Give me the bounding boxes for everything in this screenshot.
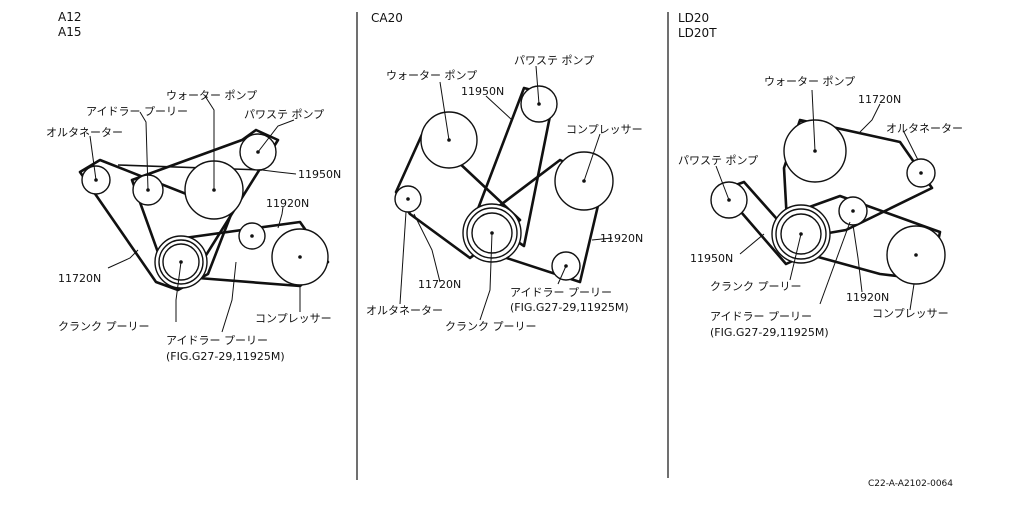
figure-code: C22-A-A2102-0064 [868,479,953,489]
belt-11720n-a [78,158,234,292]
label-11720n-a: 11720N [58,272,101,285]
leader-ps-pump-b [535,65,540,105]
label-ps-pump-c: パワステ ポンプ [678,154,758,167]
leader-11950n-b [485,95,513,121]
label-water-pump-a: ウォーター ポンプ [166,89,257,102]
leader-11720n-b [413,213,441,283]
leader-alternator-c [903,131,919,161]
engine-label-ld20t: LD20T [678,26,717,40]
engine-label-ca20: CA20 [371,11,403,25]
label-idler-ref-c: (FIG.G27-29,11925M) [710,326,829,339]
label-11950n-b: 11950N [461,85,504,98]
label-alternator-a: オルタネーター [46,126,123,139]
label-crank-pulley-b: クランク プーリー [445,320,537,333]
label-crank-pulley-a: クランク プーリー [58,320,150,333]
label-water-pump-b: ウォーター ポンプ [386,69,477,82]
label-idler-pulley-c: アイドラー プーリー [710,310,812,323]
idler-hub-c [851,209,855,213]
leader-11950n-c [739,233,765,255]
leader-crank-c [789,233,802,281]
label-11720n-b: 11720N [418,278,461,291]
panel-ca20: CA20 パワステ ポンプ ウォーター ポンプ 11950N [366,11,643,333]
panel-ld20: LD20 LD20T ウォーター ポンプ 11720N オ [678,11,963,339]
label-compressor-b: コンプレッサー [566,123,643,136]
label-compressor-a: コンプレッサー [255,312,332,325]
engine-label-ld20: LD20 [678,11,709,25]
label-ps-pump-a: パワステ ポンプ [244,108,324,121]
leader-11920n-b [591,237,613,241]
leader-idler-c [819,221,851,305]
leader-ps-pump-a [257,119,295,153]
label-ps-pump-b: パワステ ポンプ [514,54,594,67]
leader-idler2-a [221,261,237,333]
leader-11720n-c [859,103,881,133]
leader-alternator-a [89,135,97,181]
leader-alternator-b [399,211,407,305]
leader-crank-b [479,232,493,321]
label-11950n-c: 11950N [690,252,733,265]
leader-11920n-a [277,206,284,229]
label-11920n-b: 11920N [600,232,643,245]
belt-strand-a [117,164,263,171]
label-idler-pulley-b: アイドラー プーリー [510,286,612,299]
label-idler-ref-a: (FIG.G27-29,11925M) [166,350,285,363]
compressor-hub-a [298,255,302,259]
leader-11950n-a [261,169,297,175]
label-compressor-c: コンプレッサー [872,307,949,320]
alternator-hub-b [406,197,410,201]
label-alternator-c: オルタネーター [886,122,963,135]
leader-11920n-c [852,224,863,293]
engine-label-a12: A12 [58,10,81,24]
engine-label-a15: A15 [58,25,81,39]
leader-water-pump-c [811,89,816,152]
label-idler-pulley2-a: アイドラー プーリー [166,334,268,347]
label-idler-ref-b: (FIG.G27-29,11925M) [510,301,629,314]
label-11950n-a: 11950N [298,168,341,181]
leader-idler-b [557,265,567,285]
leader-ps-pump-c [715,165,730,201]
leader-water-pump-a [204,95,215,190]
leader-water-pump-b [439,81,450,141]
compressor-hub-c [914,253,918,257]
alternator-hub-c [919,171,923,175]
leader-compressor-b [583,133,601,182]
leader-compressor-c [909,283,915,311]
label-crank-pulley-c: クランク プーリー [710,280,802,293]
label-11920n-c: 11920N [846,291,889,304]
label-11920n-a: 11920N [266,197,309,210]
idler-lower-hub-a [250,234,254,238]
leader-idler-a [139,111,149,191]
label-11720n-c: 11720N [858,93,901,106]
label-idler-pulley-a: アイドラー プーリー [86,105,188,118]
label-alternator-b: オルタネーター [366,304,443,317]
leader-crank-a [175,261,182,322]
label-water-pump-c: ウォーター ポンプ [764,75,855,88]
panel-a12-a15: A12 A15 ウォータ [46,10,341,363]
leader-11720n-a [107,249,139,269]
